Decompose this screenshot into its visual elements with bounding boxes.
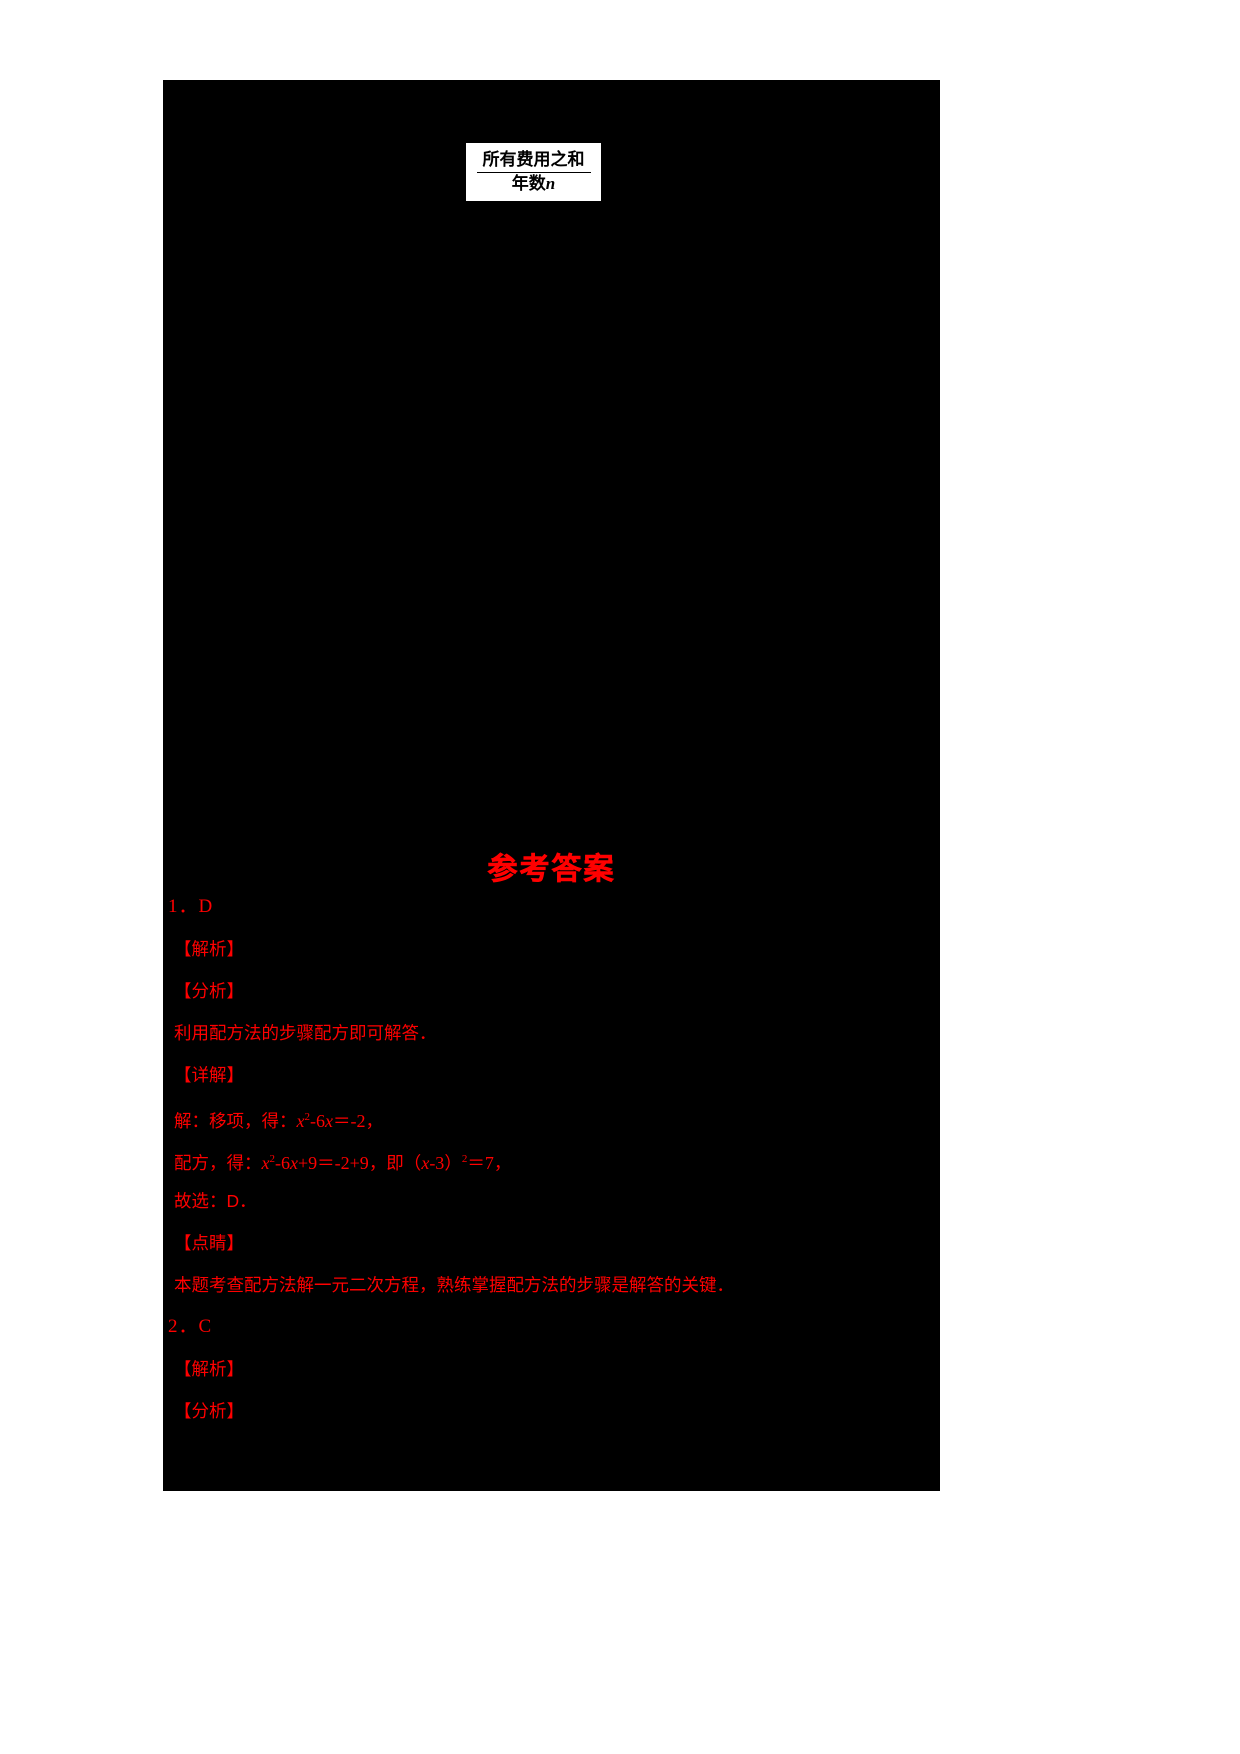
answer-line: 配方，得：x2-6x+9＝-2+9，即（x-3）2＝7， <box>168 1138 938 1180</box>
answer-line: 本题考查配方法解一元二次方程，熟练掌握配方法的步骤是解答的关键． <box>174 1275 734 1295</box>
answer-line: 【详解】 <box>174 1065 244 1085</box>
answer-key-section: 参考答案 1．D【解析】【分析】利用配方法的步骤配方即可解答．【详解】解：移项，… <box>163 80 940 1491</box>
answer-line: 【分析】 <box>174 1401 244 1421</box>
math-token: 解：移项，得： <box>174 1110 297 1131</box>
formula-fraction-box: 所有费用之和 年数n <box>466 143 601 201</box>
answer-line: 故选：D． <box>174 1191 257 1211</box>
math-token: ＝ <box>317 1152 335 1173</box>
document-page: 所有费用之和 年数n 参考答案 1．D【解析】【分析】利用配方法的步骤配方即可解… <box>163 80 940 1491</box>
math-token: x <box>421 1152 430 1173</box>
answer-line: 2．C <box>168 1316 213 1337</box>
fraction-denominator-text: 年数 <box>511 173 546 193</box>
answer-line: 【分析】 <box>174 981 244 1001</box>
math-token: x <box>325 1110 333 1131</box>
math-token: x <box>290 1152 298 1173</box>
answer-line: 解：移项，得：x2-6x＝-2， <box>168 1096 938 1138</box>
fraction-denominator: 年数n <box>506 173 561 196</box>
math-token: 2 <box>461 1153 468 1165</box>
math-token: 7 <box>484 1152 494 1173</box>
math-token: ＝ <box>467 1152 485 1173</box>
math-token: -2+9 <box>334 1152 369 1173</box>
answer-key-title: 参考答案 <box>487 853 616 887</box>
fraction-denominator-variable: n <box>545 173 556 193</box>
math-token: -2 <box>350 1110 366 1131</box>
answer-line: 【解析】 <box>174 1359 244 1379</box>
math-token: ， <box>493 1152 512 1173</box>
answer-line: 【点睛】 <box>174 1233 244 1253</box>
math-token: -6 <box>310 1110 325 1131</box>
answer-line: 利用配方法的步骤配方即可解答． <box>174 1023 437 1043</box>
math-token: ，即（ <box>368 1152 422 1173</box>
math-token: 配方，得： <box>174 1152 262 1173</box>
math-token: ） <box>444 1152 462 1173</box>
math-token: -6 <box>275 1152 290 1173</box>
math-token: -3 <box>429 1152 445 1173</box>
answer-line: 【解析】 <box>174 939 244 959</box>
math-token: ＝ <box>333 1110 351 1131</box>
fraction-numerator: 所有费用之和 <box>476 148 591 173</box>
math-token: x <box>296 1110 305 1131</box>
math-token: 2 <box>269 1153 276 1165</box>
answer-key-lines: 1．D【解析】【分析】利用配方法的步骤配方即可解答．【详解】解：移项，得：x2-… <box>168 886 938 1432</box>
math-token: ， <box>365 1110 384 1131</box>
math-token: 2 <box>304 1111 311 1123</box>
math-token: x <box>261 1152 270 1173</box>
math-token: +9 <box>298 1152 318 1173</box>
scan-artifact-mark <box>473 182 479 188</box>
answer-line: 1．D <box>168 896 214 917</box>
